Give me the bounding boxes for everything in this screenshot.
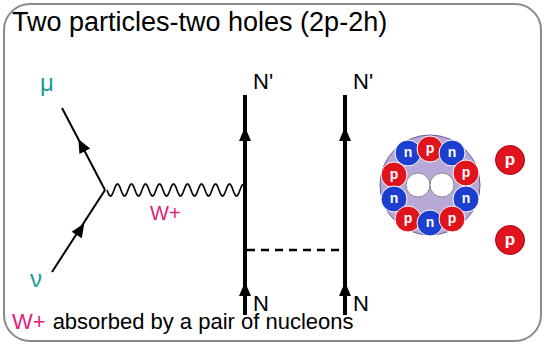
nucleon-label: N' (253, 70, 273, 94)
nucleon-label: N (353, 292, 369, 316)
hole (406, 173, 430, 197)
title: Two particles-two holes (2p-2h) (12, 8, 387, 38)
boson-label: W+ (150, 202, 181, 224)
fermion-arrow (239, 127, 251, 141)
nucleon (417, 136, 443, 162)
w-boson-wave (107, 184, 243, 196)
nucleon-letter: n (404, 145, 413, 160)
nucleon-letter: p (448, 211, 457, 226)
proton-letter: p (505, 151, 515, 170)
boson-label: W+ (12, 310, 46, 334)
proton-letter: p (505, 231, 515, 250)
hole (430, 173, 454, 197)
proton-circle: p (495, 145, 525, 175)
meson-exchange-line (247, 249, 343, 252)
nucleon (395, 140, 421, 166)
nucleon-letter: p (404, 211, 413, 226)
fermion-arrow (239, 282, 251, 296)
proton-circle: p (495, 225, 525, 255)
nucleon-letter: n (426, 215, 435, 230)
neutrino-label: ν (30, 266, 42, 292)
nucleon-label: N' (353, 70, 373, 94)
arrow-group (72, 127, 351, 296)
nucleon-letter: p (390, 167, 399, 182)
fermion-arrow (339, 127, 351, 141)
fermion-arrow (339, 282, 351, 296)
nucleon-letter: n (390, 191, 399, 206)
nucleon-letter: n (448, 145, 457, 160)
neutrino-line (52, 190, 105, 272)
nucleon (381, 162, 407, 188)
nucleon-group (381, 136, 479, 236)
nucleus (380, 135, 480, 235)
nucleon (395, 206, 421, 232)
fermion-arrow (72, 220, 90, 238)
nucleon-letter: p (426, 141, 435, 156)
nucleon (417, 210, 443, 236)
nucleon (453, 160, 479, 186)
muon-line (62, 108, 105, 190)
nucleon (439, 206, 465, 232)
fermion-arrow (73, 136, 90, 154)
panel-border (4, 4, 541, 341)
nucleon-letter: n (462, 191, 471, 206)
caption: absorbed by a pair of nucleons (53, 310, 354, 334)
muon-label: μ (40, 70, 54, 96)
nucleon-letter: p (462, 165, 471, 180)
